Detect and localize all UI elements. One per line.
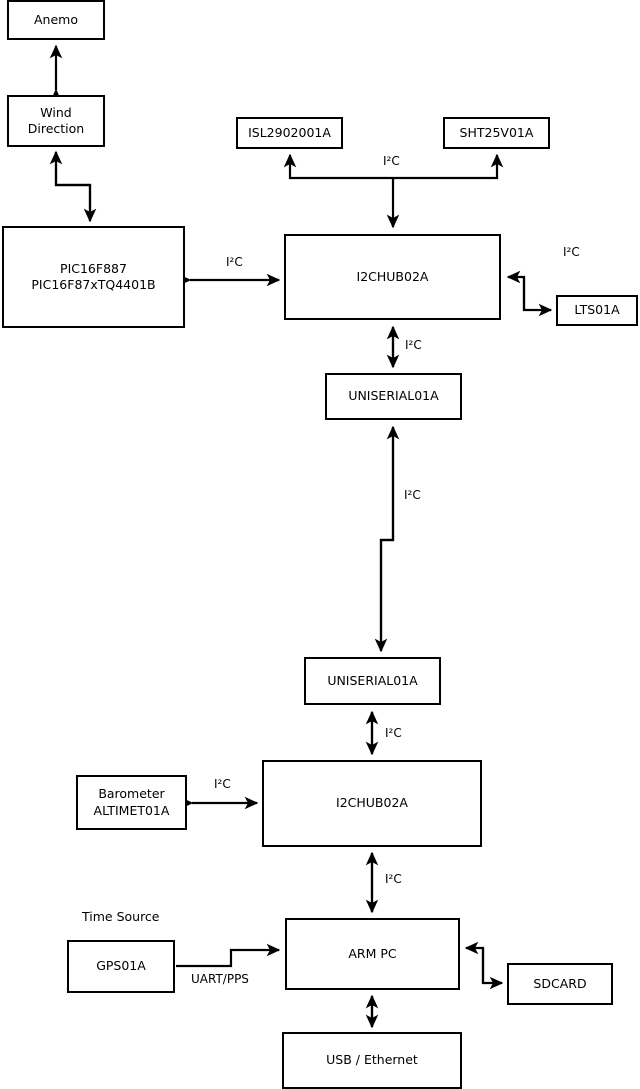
node-isl2902001a[interactable]: ISL2902001A [236, 117, 343, 149]
node-anemo-label-1: Anemo [34, 11, 78, 27]
node-pic16f887-label-1: PIC16F887 [60, 260, 127, 276]
node-pic16f887[interactable]: PIC16F887 PIC16F87xTQ4401B [2, 226, 185, 328]
node-barometer-label-1: Barometer [98, 786, 165, 801]
wire-branch-isl [283, 153, 393, 180]
edge-label-uniserial-uniserial-i2c: I²C [404, 488, 421, 502]
edge-label-hub-lts-i2c: I²C [563, 245, 580, 259]
node-barometer-label-2: ALTIMET01A [93, 802, 170, 818]
node-uniserial01a-lower[interactable]: UNISERIAL01A [304, 657, 441, 705]
node-pic16f887-label-2: PIC16F87xTQ4401B [31, 277, 156, 292]
wire-sdcard-armpc [464, 941, 485, 983]
node-usb-ethernet[interactable]: USB / Ethernet [282, 1032, 462, 1089]
wire-uniserup-uniserdn [374, 427, 395, 653]
node-arm-pc[interactable]: ARM PC [285, 918, 460, 990]
node-anemo[interactable]: Anemo [7, 0, 105, 40]
label-time-source: Time Source [82, 909, 160, 924]
wire-wind-pic [49, 150, 92, 221]
node-wind-direction-label-2: Direction [27, 121, 85, 136]
wire-gps-armpc [176, 943, 281, 968]
wire-hubtop-lts [522, 277, 553, 317]
edge-label-pic-hub-i2c: I²C [226, 255, 243, 269]
node-lts01a-label: LTS01A [574, 302, 620, 318]
node-sdcard[interactable]: SDCARD [507, 963, 613, 1005]
edge-label-isl-sht-i2c: I²C [383, 154, 400, 168]
node-i2chub02a-top[interactable]: I2CHUB02A [284, 234, 501, 320]
node-wind-direction-label-1: Wind [40, 104, 72, 120]
node-isl2902001a-label: ISL2902001A [248, 124, 331, 140]
edge-label-hub2-armpc-i2c: I²C [385, 872, 402, 886]
node-gps01a[interactable]: GPS01A [67, 940, 175, 993]
node-sht25v01a[interactable]: SHT25V01A [443, 117, 550, 149]
edge-label-uniserial-hub2-i2c: I²C [385, 726, 402, 740]
wire-lts-hubtop [506, 270, 526, 310]
edge-label-barometer-hub2-i2c: I²C [214, 777, 231, 791]
node-i2chub02a-bottom[interactable]: I2CHUB02A [262, 760, 482, 847]
node-arm-pc-label: ARM PC [348, 945, 397, 961]
node-gps01a-label: GPS01A [96, 958, 146, 974]
node-uniserial01a-lower-label: UNISERIAL01A [327, 672, 418, 688]
edge-label-hub-uniserial-i2c: I²C [405, 338, 422, 352]
node-i2chub02a-bottom-label: I2CHUB02A [336, 795, 408, 811]
wire-pic-wind [54, 152, 97, 223]
node-wind-direction[interactable]: Wind Direction [7, 95, 105, 147]
wire-armpc-sdcard [481, 948, 504, 990]
node-usb-ethernet-label: USB / Ethernet [326, 1052, 418, 1068]
edge-label-gps-armpc-uartpps: UART/PPS [191, 972, 249, 986]
wire-uniserdn-uniserup [379, 425, 400, 651]
node-uniserial01a-upper-label: UNISERIAL01A [348, 388, 439, 404]
node-uniserial01a-upper[interactable]: UNISERIAL01A [325, 373, 462, 420]
node-sht25v01a-label: SHT25V01A [459, 124, 534, 140]
node-barometer-altimet01a[interactable]: Barometer ALTIMET01A [76, 775, 187, 830]
node-sdcard-label: SDCARD [533, 975, 587, 991]
wire-branch-sht [393, 153, 504, 180]
node-i2chub02a-top-label: I2CHUB02A [356, 268, 429, 284]
node-lts01a[interactable]: LTS01A [556, 295, 638, 326]
